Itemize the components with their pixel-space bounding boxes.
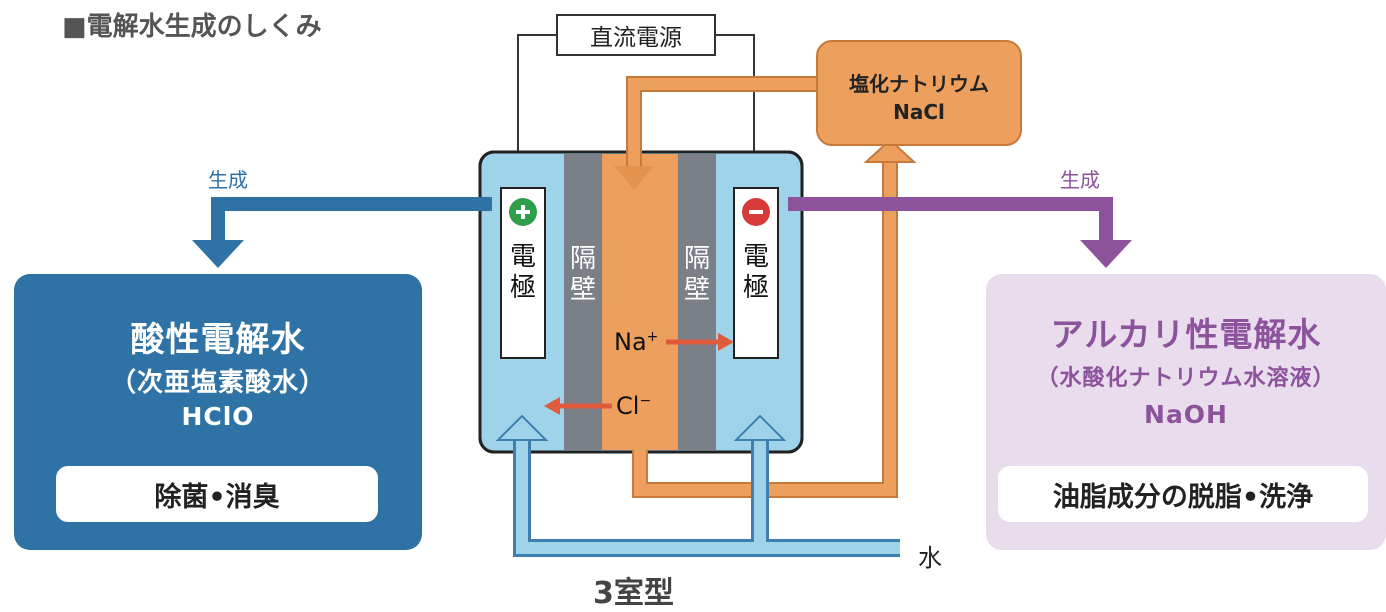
- center-chamber: [602, 154, 678, 450]
- electrode-left-label: 電極: [509, 242, 536, 303]
- wire-right: [716, 34, 755, 190]
- salt-feed-arrowhead: [614, 166, 654, 190]
- wall-left-label: 隔壁: [569, 244, 596, 305]
- acid-water-box: 酸性電解水 （次亜塩素酸水） HClO 除菌•消臭: [14, 274, 422, 550]
- water-label: 水: [918, 544, 942, 572]
- water-arrowhead-right: [733, 414, 787, 441]
- cl-ion-label: Cl−: [616, 392, 651, 420]
- cell-type-label: 3室型: [593, 576, 674, 611]
- wall-left-rect: [564, 154, 602, 450]
- salt-name: 塩化ナトリウム: [849, 72, 989, 96]
- wall-right-label: 隔壁: [683, 244, 710, 305]
- produce-right-label: 生成: [1060, 168, 1100, 192]
- wire-left: [517, 34, 556, 190]
- wall-right-rect: [678, 154, 716, 450]
- acid-subname: （次亜塩素酸水）: [109, 368, 326, 398]
- plus-icon-v: [521, 205, 525, 219]
- cl-ion-charge: −: [639, 393, 652, 409]
- minus-icon-bar: [749, 210, 763, 214]
- power-supply-label: 直流電源: [556, 14, 716, 56]
- cl-arrow-head: [544, 397, 560, 415]
- salt-box: 塩化ナトリウム NaCl: [816, 40, 1022, 146]
- alkaline-subname: （水酸化ナトリウム水溶液）: [1036, 366, 1336, 391]
- na-arrow-head: [718, 333, 734, 351]
- acid-output-arrowhead: [192, 240, 244, 268]
- electrode-right-label: 電極: [742, 242, 769, 303]
- alkaline-formula: NaOH: [1144, 400, 1228, 429]
- alkali-output-arrow: [788, 197, 1113, 244]
- page-title: ■電解水生成のしくみ: [62, 12, 322, 42]
- alkaline-name: アルカリ性電解水: [1050, 315, 1322, 354]
- alkaline-use: 油脂成分の脱脂•洗浄: [998, 466, 1368, 522]
- salt-formula: NaCl: [893, 100, 945, 124]
- produce-left-label: 生成: [208, 168, 248, 192]
- salt-return-arrowhead: [863, 138, 917, 163]
- acid-output-arrow: [211, 197, 492, 244]
- water-pipe-fill: [516, 438, 900, 554]
- alkali-output-arrowhead: [1080, 240, 1132, 268]
- acid-name: 酸性電解水: [130, 320, 306, 360]
- na-ion-label: Na+: [614, 328, 658, 356]
- acid-formula: HClO: [181, 402, 255, 431]
- salt-feed-pipe-fill: [628, 78, 816, 170]
- alkaline-water-box: アルカリ性電解水 （水酸化ナトリウム水溶液） NaOH 油脂成分の脱脂•洗浄: [986, 274, 1386, 550]
- na-ion-symbol: Na: [614, 328, 647, 356]
- acid-use: 除菌•消臭: [56, 466, 378, 522]
- water-arrowhead-left: [495, 414, 549, 441]
- na-ion-charge: +: [646, 329, 659, 345]
- cl-ion-symbol: Cl: [616, 392, 640, 420]
